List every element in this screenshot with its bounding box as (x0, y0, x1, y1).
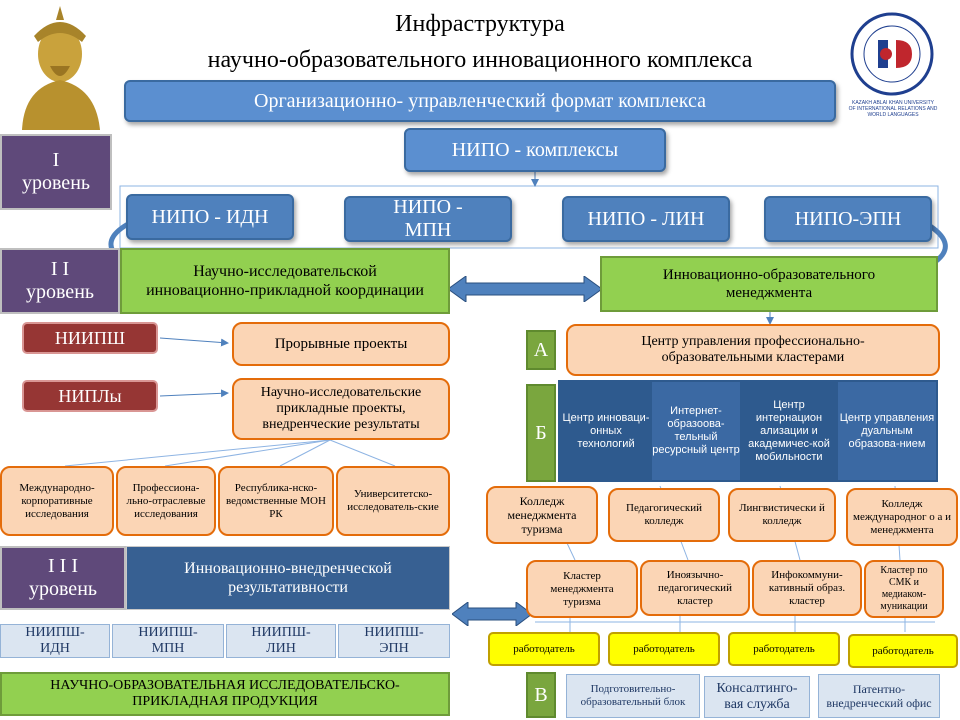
college-international-management: Колледж международног о а и менеджмента (846, 488, 958, 546)
college-linguistic: Лингвистически й колледж (728, 488, 836, 542)
center-internet-resource: Интернет-образоова-тельный ресурсный цен… (652, 382, 740, 480)
research-type-republican: Республика-нско-ведомственные МОН РК (218, 466, 334, 536)
applied-projects-box: Научно-исследовательские прикладные прое… (232, 378, 450, 440)
employer-box-3: работодатель (728, 632, 840, 666)
nipo-epn-box: НИПО-ЭПН (764, 196, 932, 242)
cluster-foreign-pedagogical: Иноязычно-педагогический кластер (640, 560, 750, 616)
nipo-complexes-box: НИПО - комплексы (404, 128, 666, 172)
niipsh-idn-box: НИИПШ- ИДН (0, 624, 110, 658)
level-2-label: I I уровень (0, 248, 120, 314)
statue-image (14, 6, 106, 130)
niipsh-epn-box: НИИПШ- ЭПН (338, 624, 450, 658)
employer-box-2: работодатель (608, 632, 720, 666)
nipo-idn-box: НИПО - ИДН (126, 194, 294, 240)
product-box: НАУЧНО-ОБРАЗОВАТЕЛЬНАЯ ИССЛЕДОВАТЕЛЬСКО-… (0, 672, 450, 716)
double-arrow-icon (448, 276, 602, 302)
level-3-label: I I I уровень (0, 546, 126, 610)
college-pedagogical: Педагогический колледж (608, 488, 720, 542)
letter-v-label: В (526, 672, 556, 718)
service-consulting: Консалтинго-вая служба (704, 676, 810, 718)
college-tourism-management: Колледж менеджмента туризма (486, 486, 598, 544)
employer-box-1: работодатель (488, 632, 600, 666)
center-internationalization: Центр интернацион ализации и академичес-… (748, 398, 830, 463)
cluster-tourism-management: Кластер менеджмента туризма (526, 560, 638, 618)
research-type-university: Университетско-исследователь-ские (336, 466, 450, 536)
logo-caption: KAZAKH ABLAI KHAN UNIVERSITY OF INTERNAT… (848, 100, 938, 118)
double-arrow-icon (452, 602, 532, 626)
innovation-management-box: Инновационно-образовательного менеджмент… (600, 256, 938, 312)
cluster-management-center-box: Центр управления профессионально-образов… (566, 324, 940, 376)
breakthrough-projects-box: Прорывные проекты (232, 322, 450, 366)
cluster-infocommunicative: Инфокоммуни-кативный образ. кластер (752, 560, 862, 616)
center-innovation-technologies: Центр инноваци-онных технологий (562, 411, 650, 450)
letter-a-label: А (526, 330, 556, 370)
research-coordination-box: Научно-исследовательской инновационно-пр… (120, 248, 450, 314)
research-type-international: Международно-корпоративные исследования (0, 466, 114, 536)
niipsh-mpn-box: НИИПШ- МПН (112, 624, 224, 658)
university-logo: KAZAKH ABLAI KHAN UNIVERSITY OF INTERNAT… (842, 10, 942, 122)
nipo-mpn-box: НИПО - МПН (344, 196, 512, 242)
niipsh-lin-box: НИИПШ- ЛИН (226, 624, 336, 658)
service-patent-office: Патентно-внедренческий офис (818, 674, 940, 718)
org-format-box: Организационно- управленческий формат ко… (124, 80, 836, 122)
cluster-qms-media: Кластер по СМК и медиаком-муникации (864, 560, 944, 618)
nipo-lin-box: НИПО - ЛИН (562, 196, 730, 242)
page-subtitle: научно-образовательного инновационного к… (207, 47, 753, 73)
service-preparatory-block: Подготовительно-образовательный блок (566, 674, 700, 718)
nipl-box: НИПЛы (22, 380, 158, 412)
page-title: Инфраструктура (395, 11, 565, 37)
letter-b-label: Б (526, 384, 556, 482)
niipsh-box: НИИПШ (22, 322, 158, 354)
implementation-results-box: Инновационно-внедренческой результативно… (126, 546, 450, 610)
employer-box-4: работодатель (848, 634, 958, 668)
research-type-professional: Профессиона-льно-отраслевые исследования (116, 466, 216, 536)
level-1-label: I уровень (0, 134, 112, 210)
center-dual-education: Центр управления дуальным образова-нием (838, 382, 936, 480)
